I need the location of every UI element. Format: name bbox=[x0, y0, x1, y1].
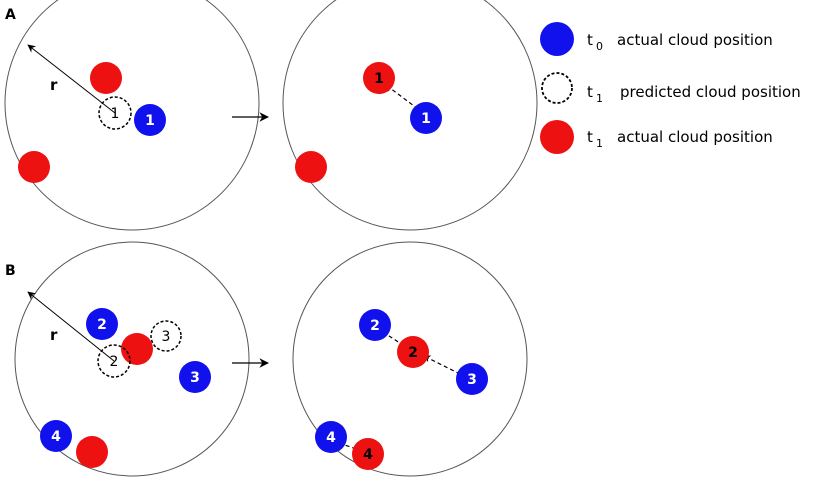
cloud-label: 3 bbox=[190, 370, 200, 386]
cloud-label: 1 bbox=[421, 111, 431, 127]
legend-marker-dashed bbox=[541, 72, 573, 104]
radius-label: r bbox=[50, 76, 58, 94]
cloud-label: 2 bbox=[97, 317, 107, 333]
predicted-outline bbox=[98, 96, 132, 130]
domain-circle bbox=[292, 241, 528, 477]
legend-marker-red bbox=[540, 120, 574, 154]
cloud-t0-actual: 2 bbox=[359, 309, 391, 341]
cloud-marker bbox=[410, 102, 442, 134]
cloud-label: 3 bbox=[467, 372, 477, 388]
cloud-t1-actual bbox=[295, 151, 327, 183]
cloud-label: 3 bbox=[162, 329, 171, 345]
legend-marker-blue bbox=[540, 22, 574, 56]
cloud-t0-actual: 4 bbox=[315, 421, 347, 453]
cloud-marker bbox=[456, 363, 488, 395]
cloud-t1-predicted: 2 bbox=[97, 344, 131, 378]
legend-subscript: 0 bbox=[596, 40, 603, 53]
panel-b-after: 2 2 3 4 4 bbox=[292, 241, 528, 477]
cloud-label: 4 bbox=[51, 429, 61, 445]
cloud-marker bbox=[179, 361, 211, 393]
cloud-t1-predicted: 1 bbox=[98, 96, 132, 130]
cloud-t0-actual: 2 bbox=[86, 308, 118, 340]
domain-circle bbox=[282, 0, 538, 231]
cloud-t0-actual: 3 bbox=[456, 363, 488, 395]
panel-a-before: r 1 1 bbox=[4, 0, 260, 231]
cloud-t1-actual bbox=[121, 333, 153, 365]
panel-b-before: r 2 3 2 3 4 bbox=[14, 241, 250, 477]
cloud-t1-actual bbox=[76, 436, 108, 468]
cloud-marker bbox=[363, 62, 395, 94]
cloud-marker bbox=[134, 104, 166, 136]
cloud-label: 1 bbox=[145, 113, 155, 129]
cloud-t0-actual: 1 bbox=[134, 104, 166, 136]
panel-b: B r 2 3 2 3 bbox=[5, 241, 528, 477]
cloud-t1-actual: 4 bbox=[352, 438, 384, 470]
match-arrow bbox=[423, 355, 461, 375]
legend-text: actual cloud position bbox=[617, 31, 773, 49]
cloud-marker bbox=[397, 336, 429, 368]
domain-circle bbox=[14, 241, 250, 477]
legend-subscript: 1 bbox=[596, 137, 603, 150]
legend-text: predicted cloud position bbox=[620, 83, 801, 101]
cloud-t0-actual: 3 bbox=[179, 361, 211, 393]
legend-symbol: t bbox=[587, 31, 593, 49]
cloud-t1-actual: 2 bbox=[397, 336, 429, 368]
panel-letter-a: A bbox=[5, 7, 16, 23]
legend-text: actual cloud position bbox=[617, 128, 773, 146]
cloud-label: 4 bbox=[326, 430, 336, 446]
cloud-label: 2 bbox=[110, 354, 119, 370]
cloud-marker bbox=[359, 309, 391, 341]
cloud-t1-actual bbox=[90, 62, 122, 94]
cloud-marker bbox=[315, 421, 347, 453]
radius-arrow bbox=[27, 291, 115, 362]
legend-symbol: t bbox=[587, 128, 593, 146]
cloud-t1-predicted: 3 bbox=[150, 320, 182, 352]
cloud-label: 4 bbox=[363, 447, 373, 463]
legend-item-t0-actual: t 0 actual cloud position bbox=[540, 22, 773, 56]
cloud-marker bbox=[86, 308, 118, 340]
domain-circle bbox=[4, 0, 260, 231]
cloud-marker bbox=[40, 420, 72, 452]
cloud-label: 1 bbox=[374, 71, 384, 87]
cloud-t0-actual: 4 bbox=[40, 420, 72, 452]
cloud-label: 2 bbox=[370, 318, 380, 334]
cloud-t0-actual: 1 bbox=[410, 102, 442, 134]
predicted-outline bbox=[150, 320, 182, 352]
cloud-t1-actual bbox=[18, 151, 50, 183]
cloud-label: 2 bbox=[408, 345, 418, 361]
panel-letter-b: B bbox=[5, 263, 16, 279]
cloud-marker bbox=[352, 438, 384, 470]
legend: t 0 actual cloud position t 1 predicted … bbox=[540, 22, 801, 154]
legend-subscript: 1 bbox=[596, 92, 603, 105]
panel-a: A r 1 1 1 bbox=[4, 0, 538, 231]
cloud-label: 1 bbox=[111, 106, 120, 122]
radius-arrow bbox=[27, 44, 116, 114]
panel-a-after: 1 1 bbox=[282, 0, 538, 231]
legend-symbol: t bbox=[587, 83, 593, 101]
radius-label: r bbox=[50, 326, 58, 344]
legend-item-t1-actual: t 1 actual cloud position bbox=[540, 120, 773, 154]
predicted-outline bbox=[97, 344, 131, 378]
legend-item-t1-predicted: t 1 predicted cloud position bbox=[541, 72, 801, 105]
cloud-t1-actual: 1 bbox=[363, 62, 395, 94]
